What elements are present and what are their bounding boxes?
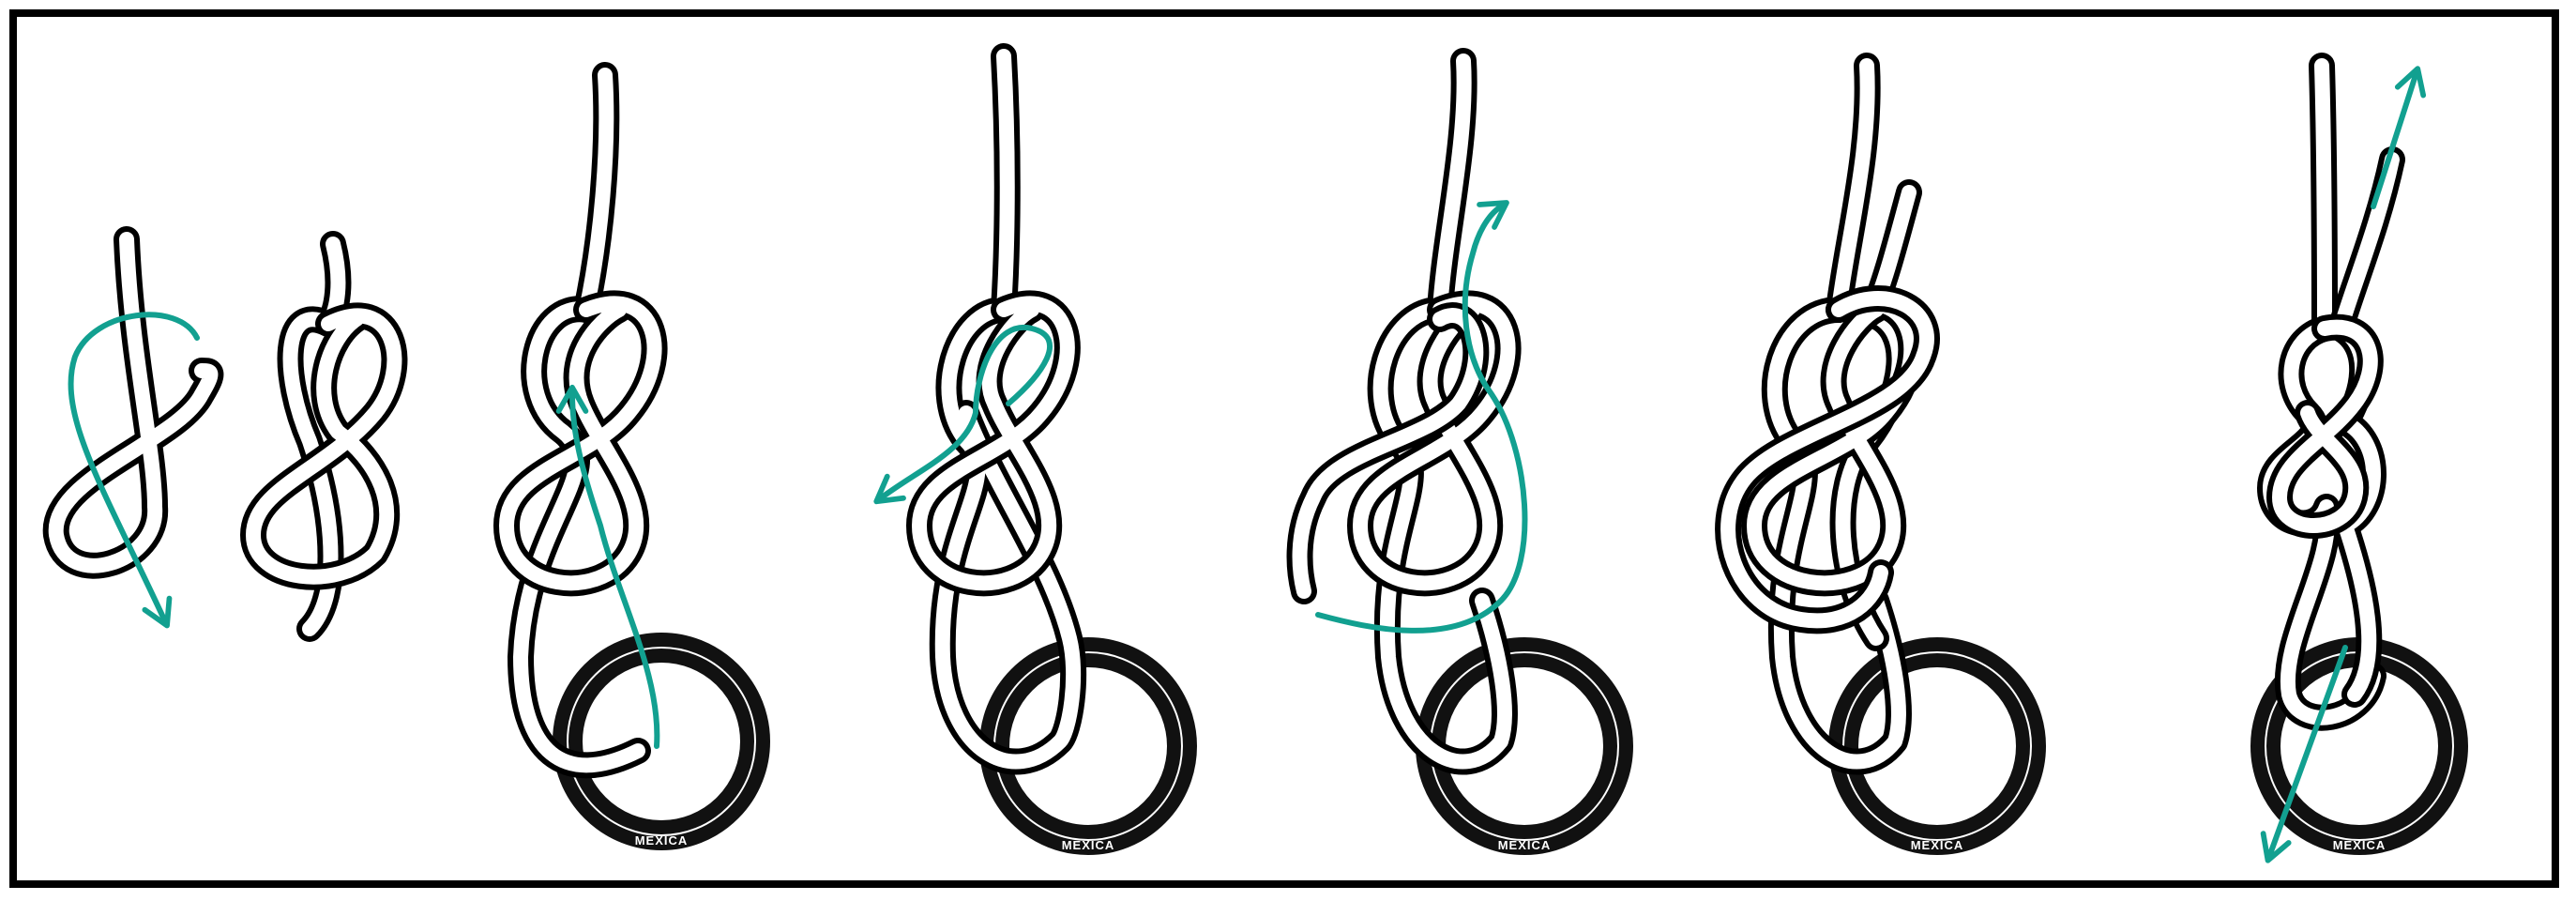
direction-arrow <box>68 312 200 629</box>
ring-label: MEXICA <box>1498 838 1552 852</box>
direction-arrow <box>555 384 660 749</box>
rope <box>1715 53 1940 775</box>
step-3: MEXICA <box>493 62 770 850</box>
step-4: MEXICA <box>873 43 1197 855</box>
diagram-frame <box>9 9 2559 888</box>
step-1 <box>42 226 224 629</box>
rope <box>1286 48 1522 775</box>
ring: MEXICA <box>553 633 770 850</box>
rope <box>2257 53 2405 731</box>
ring-label: MEXICA <box>2333 838 2387 852</box>
step-6: MEXICA <box>1715 53 2046 855</box>
ring-label: MEXICA <box>1062 838 1115 852</box>
ring-label: MEXICA <box>1911 838 1964 852</box>
direction-arrow <box>1315 200 1528 634</box>
ring-label: MEXICA <box>635 833 689 848</box>
direction-arrow-down <box>2260 645 2348 863</box>
step-5: MEXICA <box>1286 48 1633 855</box>
rope <box>906 43 1087 775</box>
step-7: MEXICA <box>2250 53 2468 863</box>
direction-arrow-up <box>2371 66 2427 209</box>
direction-arrow <box>873 324 1053 505</box>
step-2 <box>240 231 408 642</box>
rope <box>42 226 224 579</box>
rope <box>240 231 408 642</box>
